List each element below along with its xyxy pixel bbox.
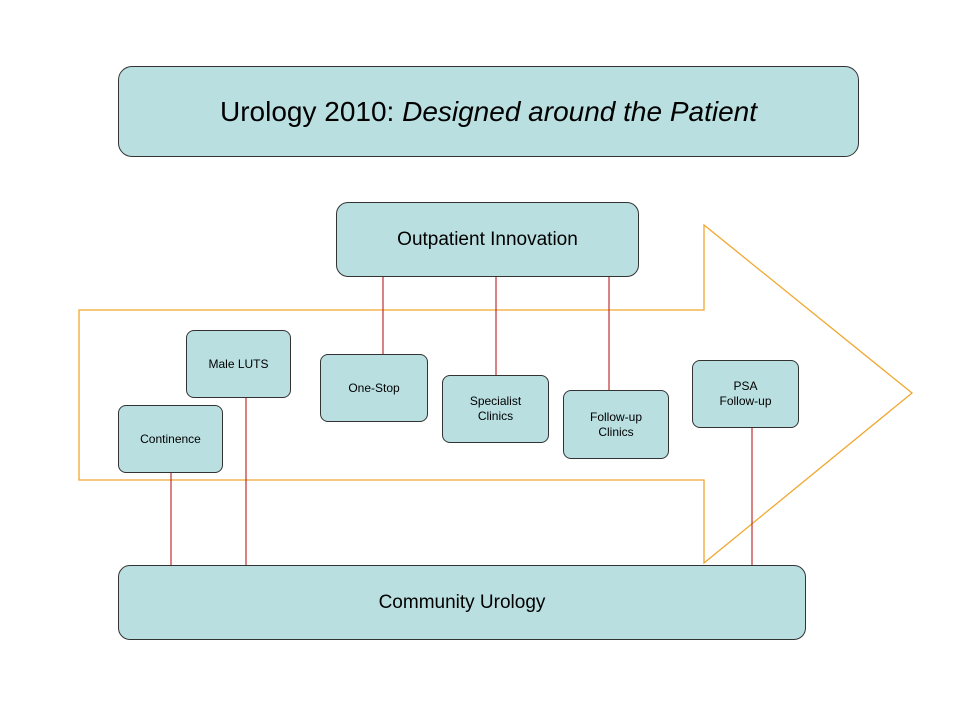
- specialist-clinics-box: Specialist Clinics: [442, 375, 549, 443]
- outpatient-innovation-box: Outpatient Innovation: [336, 202, 639, 277]
- one-stop-label: One-Stop: [348, 380, 400, 395]
- psa-follow-up-label: PSA Follow-up: [719, 379, 772, 408]
- follow-up-clinics-box: Follow-up Clinics: [563, 390, 669, 459]
- title-emphasis: Designed around the Patient: [402, 95, 758, 127]
- continence-label: Continence: [140, 431, 201, 446]
- title-box: Urology 2010: Designed around the Patien…: [118, 66, 859, 157]
- title-plain: Urology 2010:: [219, 95, 403, 127]
- progress-arrow: [78, 223, 914, 565]
- specialist-clinics-label: Specialist Clinics: [469, 394, 522, 423]
- psa-follow-up-box: PSA Follow-up: [692, 360, 799, 428]
- community-urology-box: Community Urology: [118, 565, 806, 640]
- outpatient-innovation-label: Outpatient Innovation: [397, 228, 578, 250]
- title-text: Urology 2010: Designed around the Patien…: [220, 96, 757, 128]
- one-stop-box: One-Stop: [320, 354, 428, 422]
- male-luts-label: Male LUTS: [208, 356, 269, 371]
- community-urology-label: Community Urology: [378, 591, 546, 613]
- continence-box: Continence: [118, 405, 223, 473]
- male-luts-box: Male LUTS: [186, 330, 291, 398]
- follow-up-clinics-label: Follow-up Clinics: [589, 409, 643, 439]
